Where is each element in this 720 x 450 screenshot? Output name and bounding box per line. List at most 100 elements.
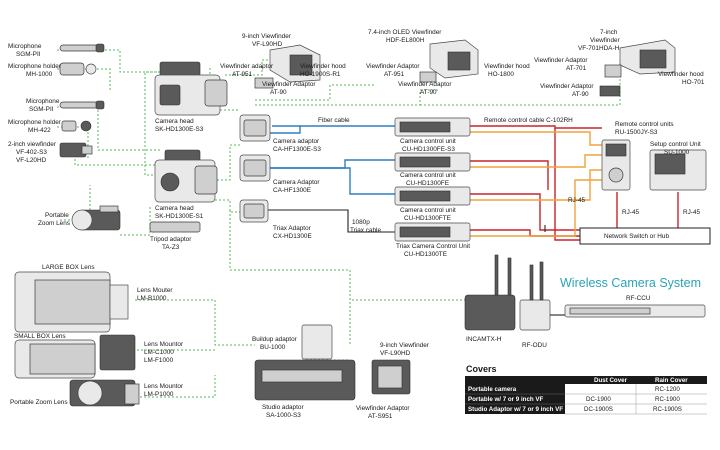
setup-unit-device — [649, 149, 707, 191]
label-lens-mountor-3: Lens Mountor — [144, 383, 184, 390]
covers-row-3-rain: RC-1900S — [653, 406, 682, 413]
label-cam-adaptor-1-model: CA-HF1300E-S3 — [273, 146, 321, 153]
label-tripod-model: TA-Z3 — [162, 244, 180, 251]
covers-header-rain: Rain Cover — [655, 377, 688, 384]
label-vf9-model: VF-L90HD — [252, 41, 283, 48]
vf-9inch-studio-device — [371, 359, 411, 395]
label-vf-hood-701-model: HO-701 — [682, 79, 705, 86]
label-vf-adaptor-951b-model: AT-951 — [384, 71, 405, 78]
covers-row-1-label: Portable camera — [468, 386, 517, 393]
label-remote-cable: Remote control cable C-102RH — [484, 117, 573, 124]
mic-holder-top — [59, 62, 97, 76]
covers-row-2-rain: RC-1900 — [655, 396, 680, 403]
label-vf7-title1: 7-inch — [600, 29, 618, 36]
label-vf-hood-1900-model: HO-1900S-R1 — [300, 71, 341, 78]
label-vf7-title2: Viewfinder — [590, 37, 621, 44]
label-mic-holder-2: Microphone holder — [8, 119, 62, 126]
label-vf-adaptor-s951-model: AT-S951 — [368, 413, 393, 420]
network-switch-device — [579, 227, 711, 245]
vf-2inch-device — [59, 142, 93, 158]
label-ccu-2: Camera control unit — [400, 172, 456, 179]
buildup-adaptor-device — [301, 324, 333, 360]
covers-row-head-bg — [465, 384, 565, 414]
small-box-lens-device — [14, 334, 136, 379]
label-vf-hood-701: Viewfinder hood — [658, 71, 704, 78]
camera-adaptor-1-device — [239, 114, 271, 142]
label-microphone-sgm2-model: SGM-PII — [29, 106, 54, 113]
covers-row-3-label: Studio Adaptor w/ 7 or 9 inch VF — [468, 406, 563, 413]
ccu-2-device — [394, 152, 471, 172]
label-lens-mountor-3-model: LM-P1000 — [144, 391, 174, 398]
label-cam-adaptor-2-model: CA-HF1300E — [273, 187, 311, 194]
label-vf7-model: VF-701HDA-H — [578, 45, 620, 52]
large-box-lens-device — [14, 271, 129, 333]
label-vf-adaptor-at90-model: AT-90 — [270, 89, 287, 96]
label-camhead-s1-model: SK-HD1300E-S1 — [155, 213, 204, 220]
label-camhead-s3: Camera head — [155, 118, 194, 125]
covers-row-1-rain: RC-1200 — [655, 386, 680, 393]
label-vf-adaptor-951-model: AT-951 — [232, 71, 253, 78]
rf-ccu-device — [564, 304, 706, 318]
label-vf2-title: 2-inch viewfinder — [8, 141, 57, 148]
label-group: Microphone SGM-PII Microphone holder MH-… — [8, 29, 705, 420]
label-large-box: LARGE BOX Lens — [42, 264, 95, 271]
vf-9inch-device — [254, 44, 321, 89]
label-vf-adaptor-at90b: Viewfinder Adaptor — [398, 81, 452, 88]
camera-adaptor-2-device — [239, 154, 271, 182]
label-studio-adaptor-model: SA-1000-S3 — [266, 412, 301, 419]
mic-holder-mid — [61, 120, 92, 132]
label-portable-zoom-2: Zoom Lens — [38, 220, 70, 227]
rj45-cables — [470, 131, 602, 237]
rf-odu-device — [519, 261, 551, 331]
label-vf-adaptor-951b: Viewfinder Adaptor — [366, 63, 420, 70]
label-vf-hood-1900: Viewfinder hood — [300, 63, 346, 70]
label-rj45-a: RJ-45 — [568, 197, 585, 204]
covers-table: Covers Dust Cover Rain Cover Portable ca… — [465, 364, 707, 415]
vf-oled-device — [419, 39, 479, 83]
label-rf-odu: RF-ODU — [522, 342, 547, 349]
label-ccu-1-model: CU-HD1300FE-S3 — [402, 146, 455, 153]
label-vf9-title: 9-inch Viewfinder — [242, 33, 292, 40]
label-vf-adaptor-951: Viewfinder adaptor — [220, 63, 274, 70]
label-tripod: Tripod adaptor — [150, 236, 192, 243]
portable-zoom-lens-2-device — [69, 379, 140, 407]
label-triax-adaptor-model: CX-HD1300E — [273, 233, 312, 240]
label-vf-adaptor-at90c: Viewfinder Adaptor — [540, 83, 594, 90]
label-fiber-cable: Fiber cable — [318, 117, 350, 124]
label-vf2-model2: VF-L20HD — [16, 157, 47, 164]
label-ccu-3: Camera control unit — [400, 207, 456, 214]
label-cam-adaptor-2: Camera Adaptor — [273, 179, 320, 186]
covers-header-bar — [465, 376, 707, 384]
label-lens-mounter-1: Lens Mouter — [137, 287, 173, 294]
covers-header-dust: Dust Cover — [594, 377, 628, 384]
label-vf-adaptor-701-model: AT-701 — [566, 65, 587, 72]
label-mic-holder-1: Microphone holder — [8, 63, 62, 70]
label-oled-title: 7.4-inch OLED Viewfinder — [368, 29, 442, 36]
portable-zoom-lens-1 — [71, 205, 121, 231]
label-vf-adaptor-701: Viewfinder Adaptor — [534, 57, 588, 64]
camera-head-s3-device — [154, 61, 228, 116]
label-incamtx: INCAMTX-H — [466, 336, 502, 343]
incamtx-device — [464, 254, 516, 331]
label-vf2-model1: VF-402-S3 — [16, 149, 47, 156]
label-vf9b-model: VF-L90HD — [380, 350, 411, 357]
tripod-adaptor-device — [149, 221, 201, 233]
label-studio-adaptor: Studio adaptor — [262, 404, 304, 411]
label-setup-unit-model: SU-1000 — [664, 149, 690, 156]
label-rcu-model: RU-1500JY-S3 — [615, 129, 658, 136]
covers-row-2-label: Portable w/ 7 or 9 inch VF — [468, 396, 544, 403]
label-ccu-3-model: CU-HD1300FTE — [404, 215, 451, 222]
fiber-cables — [266, 125, 395, 195]
ccu-1-device — [394, 117, 471, 137]
label-lens-mountor-2-model1: LM-C1000 — [144, 349, 174, 356]
label-rj45-c: RJ-45 — [683, 209, 700, 216]
covers-row-2-dust: DC-1900 — [586, 396, 611, 403]
triax-ccu-device — [394, 222, 471, 242]
label-buildup-model: BU-1000 — [260, 344, 286, 351]
label-vf-adaptor-at90: Viewfinder Adaptor — [262, 81, 316, 88]
label-microphone-sgm: Microphone — [8, 43, 42, 50]
label-portable-zoom-1: Portable — [45, 212, 69, 219]
label-oled-model: HDF-EL800H — [386, 37, 425, 44]
microphone-mid — [59, 100, 105, 110]
